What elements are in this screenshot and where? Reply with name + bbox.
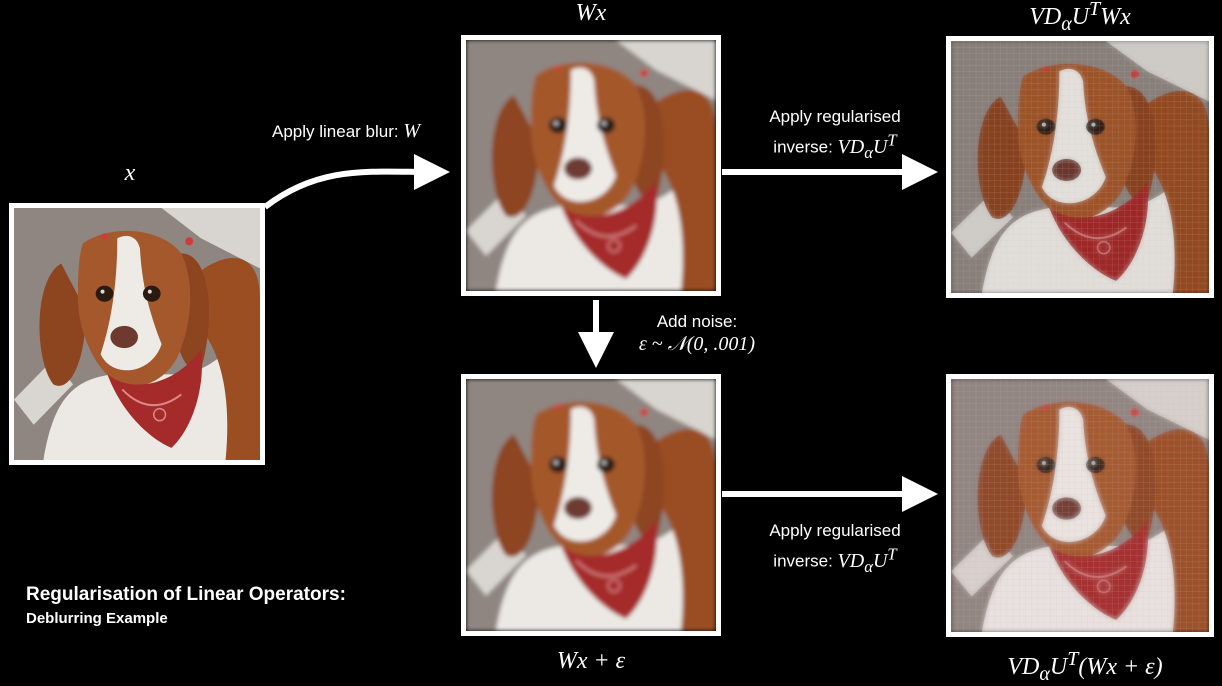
blurred-label: Wx — [575, 0, 607, 26]
inverse-step-label-top: Apply regularised inverse: VDαUT — [745, 105, 925, 164]
deblurred-noisy-image — [946, 374, 1214, 637]
inverse-step-line1: Apply regularised — [769, 107, 901, 126]
blur-step-text: Apply linear blur: — [272, 122, 404, 141]
inverse-step-line2: inverse: — [773, 551, 838, 571]
caption-subtitle: Deblurring Example — [26, 610, 168, 627]
original-label: x — [124, 160, 136, 186]
inverse-step-label-bottom: Apply regularised inverse: VDαUT — [745, 519, 925, 578]
inverse-step-line1: Apply regularised — [769, 521, 901, 540]
noise-step-line1: Add noise: — [656, 312, 738, 331]
noisy-label: Wx + ε — [556, 648, 626, 674]
original-image — [9, 203, 265, 465]
curved-arrow-icon — [263, 153, 450, 210]
inverse-operator: VDαUT — [837, 544, 897, 576]
blur-step-label: Apply linear blur: W — [272, 120, 420, 143]
blurred-image — [461, 35, 721, 296]
noisy-image — [461, 374, 721, 636]
deblurred-label: VDαUTWx — [1029, 0, 1131, 35]
inverse-operator: VDαUT — [837, 130, 897, 162]
noise-step-formula: ε ~ 𝒩(0, .001) — [638, 333, 756, 355]
noise-step-label: Add noise: ε ~ 𝒩(0, .001) — [612, 310, 782, 356]
deblurred-image — [946, 36, 1214, 298]
caption-title: Regularisation of Linear Operators: — [26, 584, 346, 605]
blur-step-symbol: W — [403, 120, 421, 142]
inverse-step-line2: inverse: — [773, 137, 838, 157]
deblurred-noisy-label: VDαUT(Wx + ε) — [1007, 648, 1163, 685]
